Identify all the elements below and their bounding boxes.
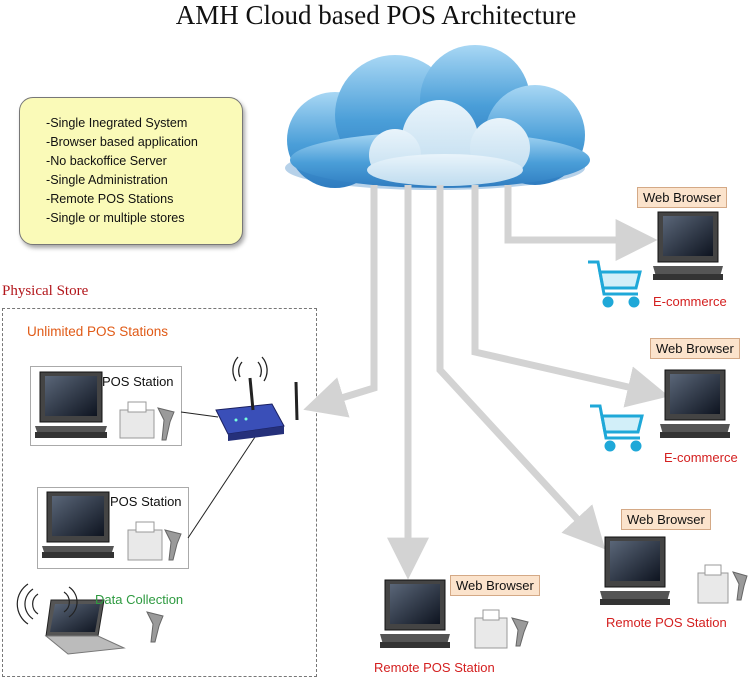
web-browser-label: Web Browser [621,509,711,530]
shopping-cart-icon [590,404,644,452]
feature-item: -Browser based application [46,135,198,149]
barcode-scanner-icon [164,529,182,561]
barcode-scanner-icon [146,611,164,643]
web-browser-label: Web Browser [637,187,727,208]
web-computer-icon [660,369,730,438]
web-browser-label: Web Browser [450,575,540,596]
ecommerce-label: E-commerce [664,450,738,465]
pos-station-label: POS Station [110,494,182,509]
cloud-icon [285,45,590,190]
features-note: -Single Inegrated System -Browser based … [19,97,243,245]
feature-item: -Single or multiple stores [46,211,185,225]
arrow-to-ecommerce-1 [504,185,658,261]
wifi-signal-icon [16,583,78,625]
pos-computer-icon [42,491,114,558]
remote-computer-icon [380,579,450,648]
barcode-scanner-icon [157,407,175,441]
connection-arrows [303,185,670,580]
remote-pos-station-label: Remote POS Station [374,660,495,675]
laptop-icon [44,599,126,655]
receipt-printer-icon [474,609,508,649]
arrow-to-router [303,185,378,418]
wireless-router-icon [215,356,299,441]
feature-item: -No backoffice Server [46,154,167,168]
ecommerce-label: E-commerce [653,294,727,309]
receipt-printer-icon [697,564,729,604]
feature-item: -Single Inegrated System [46,116,188,130]
remote-pos-station-label: Remote POS Station [606,615,727,630]
remote-computer-icon [600,536,670,605]
diagram-title: AMH Cloud based POS Architecture [175,0,577,30]
web-browser-label: Web Browser [650,338,740,359]
data-collection-label: Data Collection [95,592,184,607]
pos-computer-icon [35,371,107,438]
physical-store-title: Physical Store [2,283,89,299]
web-computer-icon [653,211,723,280]
feature-item: -Single Administration [46,173,168,187]
feature-item: -Remote POS Stations [46,192,174,206]
unlimited-pos-label: Unlimited POS Stations [27,324,169,339]
receipt-printer-icon [127,521,163,561]
arrow-to-remote-station-2 [436,185,606,550]
arrow-to-ecommerce-2 [471,185,670,408]
receipt-printer-icon [119,401,155,439]
pos-station-label: POS Station [102,374,174,389]
barcode-scanner-icon [511,617,529,647]
barcode-scanner-icon [732,571,748,601]
network-cables [180,411,256,539]
shopping-cart-icon [588,260,642,308]
